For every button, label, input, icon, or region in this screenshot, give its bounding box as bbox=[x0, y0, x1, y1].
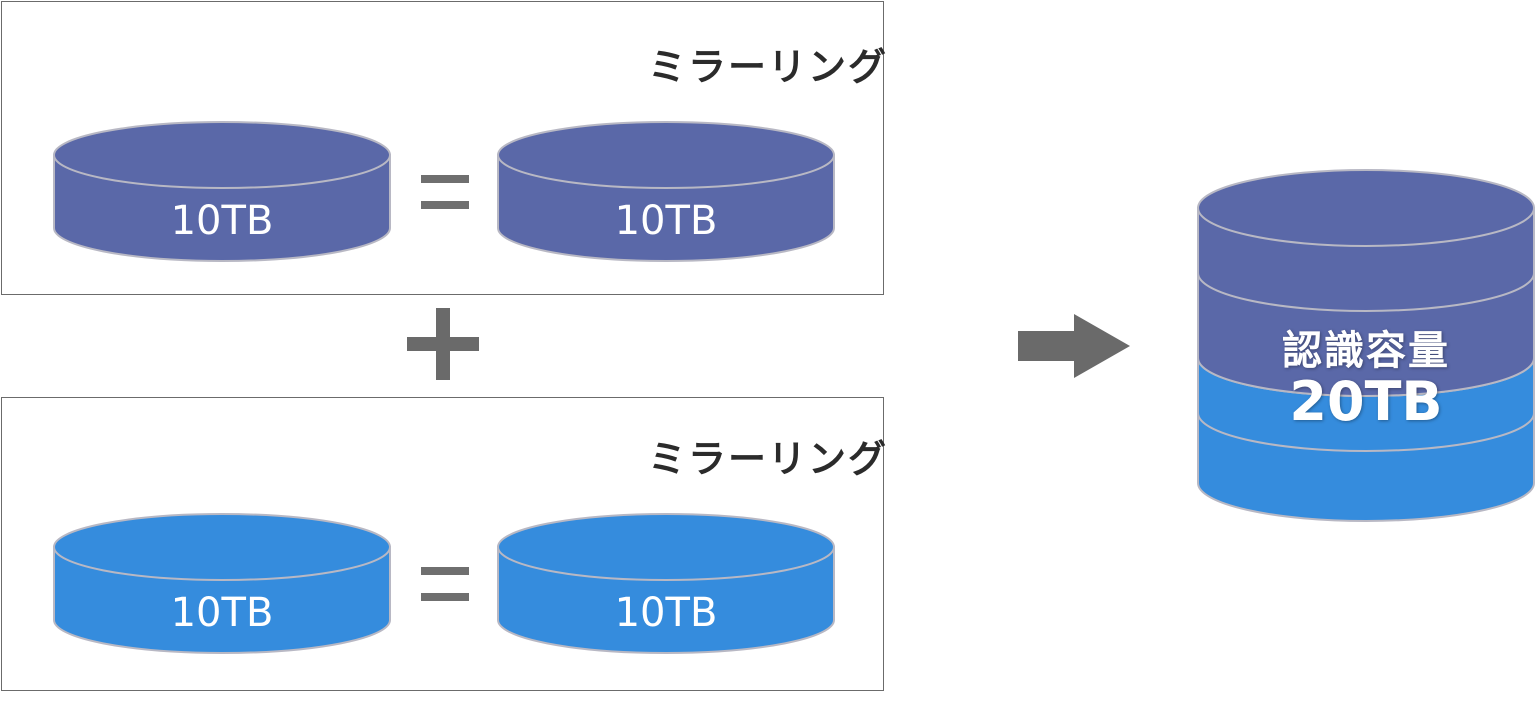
arrow-right-icon bbox=[1018, 314, 1130, 378]
mirroring-title-top: ミラーリング bbox=[647, 45, 888, 89]
disk-icon-top-right bbox=[497, 121, 835, 262]
equals-icon bbox=[421, 567, 469, 575]
disk-capacity-label: 10TB bbox=[170, 590, 274, 636]
disk-capacity-label: 10TB bbox=[170, 198, 274, 244]
plus-icon bbox=[436, 308, 450, 380]
disk-icon-bottom-right bbox=[497, 513, 835, 654]
disk-icon-bottom-left bbox=[53, 513, 391, 654]
equals-icon bbox=[421, 593, 469, 601]
result-disk-icon bbox=[1197, 169, 1535, 522]
disk-icon-top-left bbox=[53, 121, 391, 262]
mirroring-title-bottom: ミラーリング bbox=[647, 437, 888, 481]
disk-capacity-label: 10TB bbox=[614, 198, 718, 244]
recognized-capacity-caption: 認識容量 bbox=[1282, 328, 1450, 374]
recognized-capacity-value: 20TB bbox=[1289, 370, 1443, 433]
equals-icon bbox=[421, 201, 469, 209]
equals-icon bbox=[421, 175, 469, 183]
disk-capacity-label: 10TB bbox=[614, 590, 718, 636]
